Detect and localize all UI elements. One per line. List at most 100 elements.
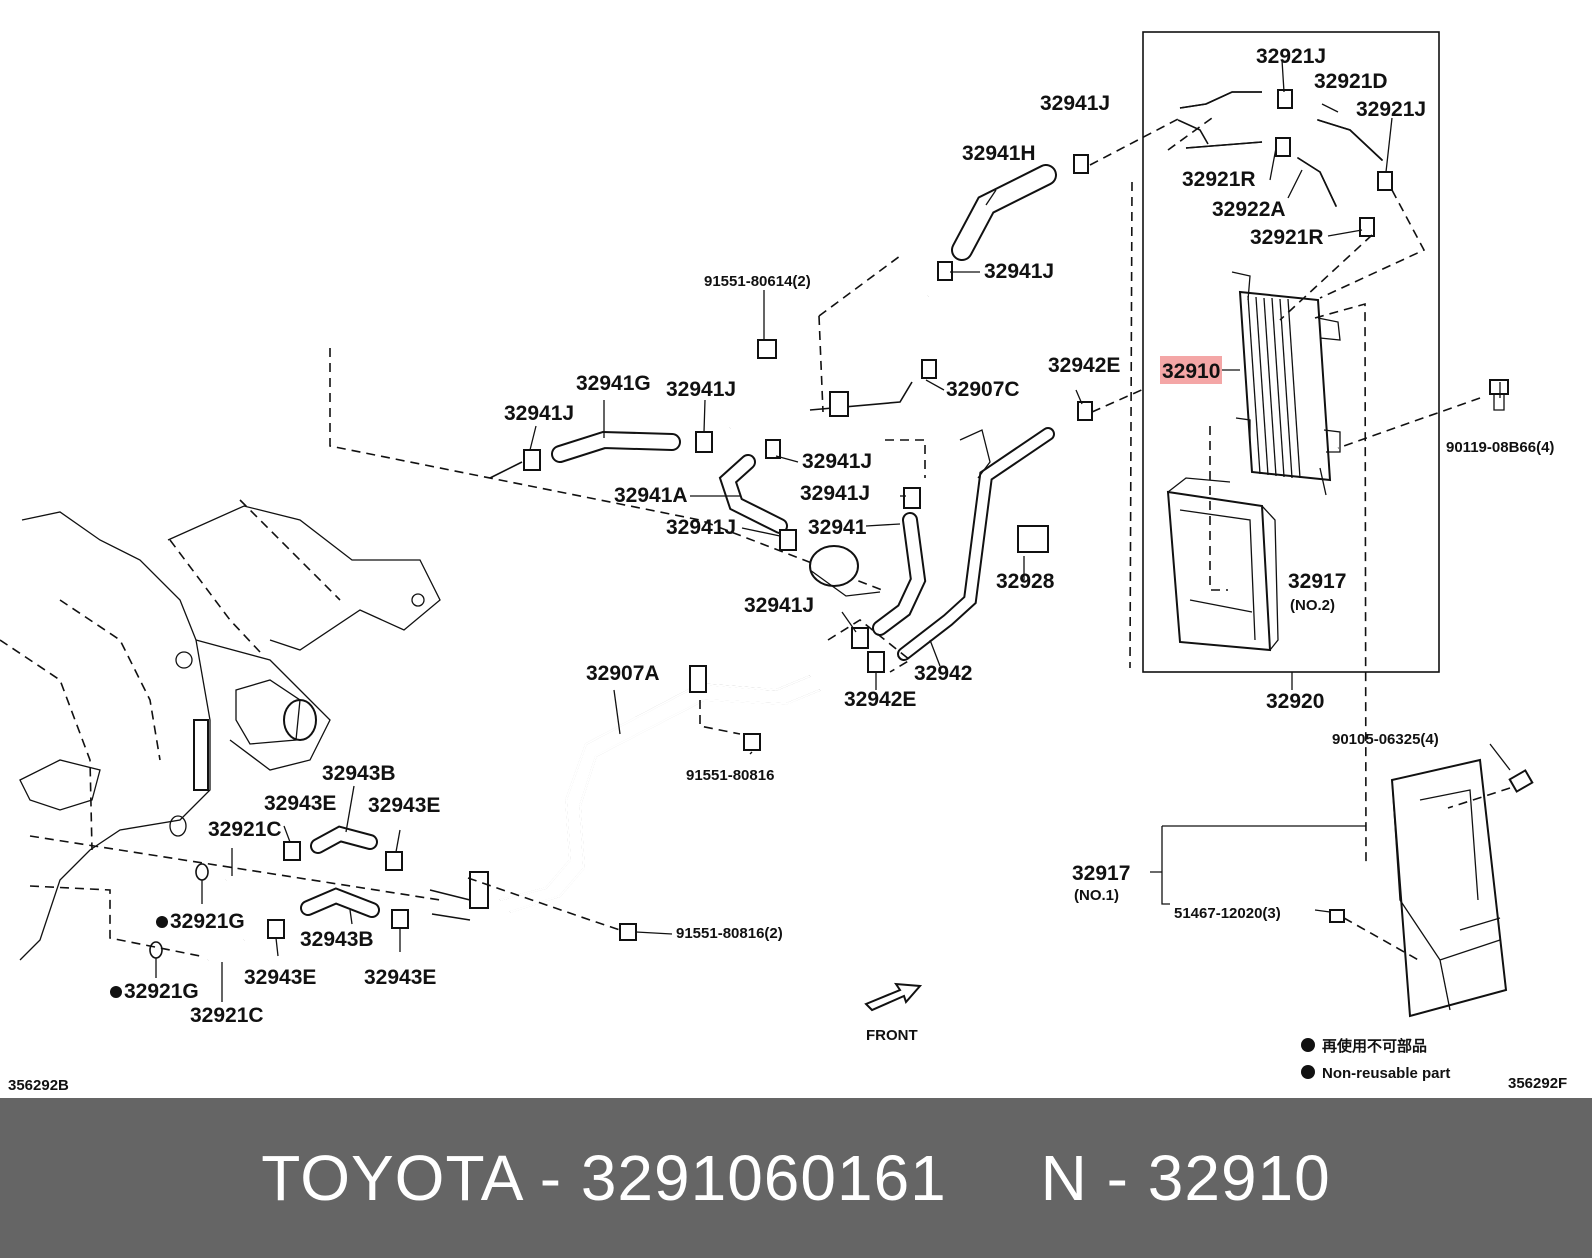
clamp-32942E-top-drawing <box>1077 401 1093 421</box>
bolt-91551-80816-2-drawing <box>619 923 637 941</box>
label-32941J-l1: 32941J <box>504 402 574 425</box>
bolt-91551-80816-drawing <box>743 733 761 751</box>
label-32922A: 32922A <box>1212 198 1286 221</box>
label-91551-80614: 91551-80614(2) <box>704 273 811 290</box>
label-32941A: 32941A <box>614 484 688 507</box>
clamp-32941J-top-drawing <box>1073 154 1089 174</box>
label-32941J-mid: 32941J <box>984 260 1054 283</box>
clamp-32942E-bot-drawing <box>867 651 885 673</box>
footer-part-number: 3291060161 <box>580 1142 947 1214</box>
label-51467-12020: 51467-12020(3) <box>1174 905 1281 922</box>
label-32941J-c4: 32941J <box>744 594 814 617</box>
label-32943E-d: 32943E <box>364 966 436 989</box>
cooler-assembly-frame <box>1142 31 1440 673</box>
label-32921D: 32921D <box>1314 70 1388 93</box>
parts-diagram: 32921J 32921D 32921J 32921R 32922A 32921… <box>0 31 1568 1094</box>
label-90119-08B66: 90119-08B66(4) <box>1446 439 1554 456</box>
label-32928: 32928 <box>996 570 1055 593</box>
label-32917-no1: 32917 <box>1072 862 1130 885</box>
label-32943B-a: 32943B <box>322 762 396 785</box>
pipe-32907C-drawing <box>729 295 937 430</box>
highlight-32910 <box>1160 356 1222 384</box>
gasket-32921G-b-drawing <box>149 941 163 959</box>
legend-text-en: Non-reusable part <box>1322 1065 1450 1082</box>
label-32921J-b: 32921J <box>1356 98 1426 121</box>
hose-32941-drawing <box>872 487 927 636</box>
label-32941J-l2: 32941J <box>666 378 736 401</box>
clip-32928-drawing <box>1017 525 1049 553</box>
label-32910: 32910 <box>1162 360 1220 383</box>
clamp-32943E-b-drawing <box>385 851 403 871</box>
label-32921R-a: 32921R <box>1182 168 1256 191</box>
label-32943E-a: 32943E <box>264 792 336 815</box>
hose-32943B-lower-drawing <box>300 887 380 918</box>
upper-hoses-drawing <box>1177 89 1393 237</box>
label-32943E-b: 32943E <box>368 794 440 817</box>
label-32942E-bot: 32942E <box>844 688 916 711</box>
clamp-32941J-c4-drawing <box>851 627 869 649</box>
diagram-canvas: 32921J 32921D 32921J 32921R 32922A 32921… <box>0 31 1567 1094</box>
clip-51467-drawing <box>1329 909 1345 923</box>
pipe-32942-drawing <box>897 427 1055 661</box>
label-32907A: 32907A <box>586 662 660 685</box>
label-32907C: 32907C <box>946 378 1020 401</box>
label-32917-no1-sub: (NO.1) <box>1074 887 1119 904</box>
air-duct-no1-drawing <box>1390 758 1508 1018</box>
label-front: FRONT <box>866 1027 918 1044</box>
label-32920: 32920 <box>1266 690 1324 713</box>
label-90105-06325: 90105-06325(4) <box>1332 731 1439 748</box>
bolt-90119-drawing <box>1489 379 1509 411</box>
footer-bar: TOYOTA - 3291060161 N - 32910 <box>0 1098 1592 1258</box>
union-32921C-b-drawing <box>206 938 247 963</box>
label-32942: 32942 <box>914 662 972 685</box>
nonreusable-dot-b <box>110 986 122 998</box>
clamp-32943E-d-drawing <box>391 909 409 929</box>
drawing-code-left: 356292B <box>8 1077 69 1094</box>
footer-caption: TOYOTA - 3291060161 N - 32910 <box>261 1142 1331 1214</box>
clamp-32943E-c-drawing <box>267 919 285 939</box>
bolt-91551-80614-drawing <box>757 339 777 359</box>
label-32921R-b: 32921R <box>1250 226 1324 249</box>
label-32921C-b: 32921C <box>190 1004 264 1027</box>
legend-dot-jp <box>1301 1038 1315 1052</box>
filter-fitting-drawing <box>809 545 881 597</box>
pipe-32907A-drawing <box>429 665 821 921</box>
drawing-code-right: 356292F <box>1508 1075 1567 1092</box>
label-32941J-c2: 32941J <box>800 482 870 505</box>
label-32941J-c1: 32941J <box>802 450 872 473</box>
footer-ref-number: 32910 <box>1147 1142 1331 1214</box>
label-32921J-a: 32921J <box>1256 45 1326 68</box>
label-32941G: 32941G <box>576 372 651 395</box>
footer-brand: TOYOTA <box>261 1142 521 1214</box>
label-32941H: 32941H <box>962 142 1036 165</box>
clamp-32943E-a-drawing <box>283 841 301 861</box>
union-32921C-a-drawing <box>225 869 257 883</box>
hose-32941H-drawing <box>951 164 1057 261</box>
label-91551-80816: 91551-80816 <box>686 767 774 784</box>
gasket-32921G-a-drawing <box>195 863 209 881</box>
label-32921C-a: 32921C <box>208 818 282 841</box>
nonreusable-dot-a <box>156 916 168 928</box>
label-32943E-c: 32943E <box>244 966 316 989</box>
transmission-housing-drawing <box>0 499 441 961</box>
legend-dot-en <box>1301 1065 1315 1079</box>
bolt-90105-drawing <box>1508 769 1534 793</box>
footer-ref: N <box>1040 1142 1088 1214</box>
clamp-32941J-mid-drawing <box>937 261 953 281</box>
label-32941J-top: 32941J <box>1040 92 1110 115</box>
label-91551-80816-2: 91551-80816(2) <box>676 925 783 942</box>
label-32921G-a: 32921G <box>170 910 245 933</box>
label-32917-no2: 32917 <box>1288 570 1346 593</box>
label-32921G-b: 32921G <box>124 980 199 1003</box>
hose-32941G-drawing <box>489 430 713 479</box>
front-arrow-icon <box>864 982 923 1012</box>
bracket-drawing <box>959 429 991 479</box>
air-duct-no2-drawing <box>1166 477 1279 652</box>
label-32941: 32941 <box>808 516 867 539</box>
hose-32941A-drawing <box>718 439 797 551</box>
hose-32943B-upper-drawing <box>310 825 378 854</box>
label-32942E-top: 32942E <box>1048 354 1120 377</box>
label-32917-no2-sub: (NO.2) <box>1290 597 1335 614</box>
label-32943B-b: 32943B <box>300 928 374 951</box>
label-32941J-c3: 32941J <box>666 516 736 539</box>
